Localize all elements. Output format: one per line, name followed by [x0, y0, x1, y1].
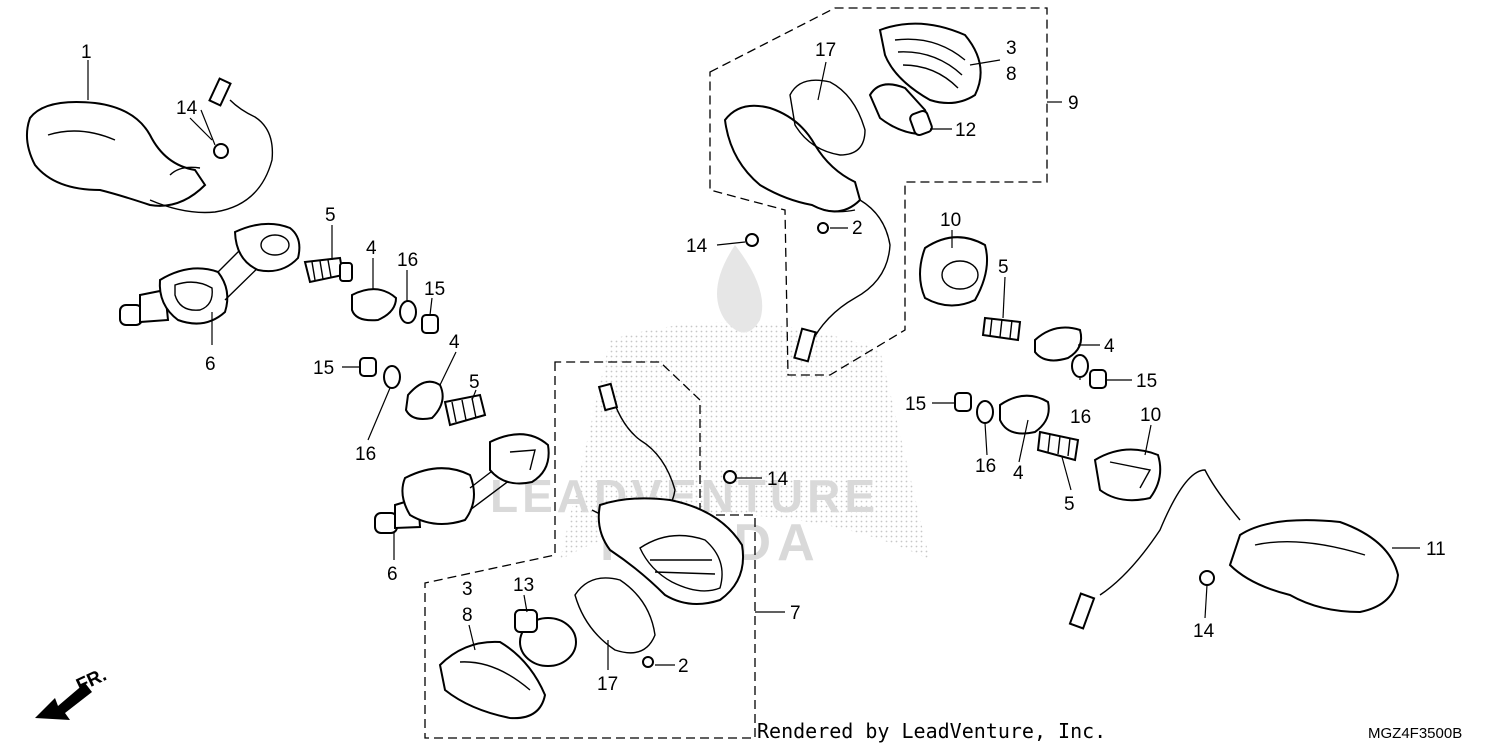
callout-6-lower-left: 6 [387, 564, 398, 585]
callout-1: 1 [81, 42, 92, 63]
callout-3-upper: 3 [1006, 38, 1017, 59]
bolt-5-lower-left [443, 393, 487, 427]
callout-15-lower-right: 15 [905, 394, 926, 415]
washer-16-upper-left [399, 300, 417, 324]
turn-signal-assembly-7 [438, 382, 744, 720]
turn-signal-stay-lower-left [374, 433, 550, 534]
callout-8-upper: 8 [1006, 64, 1017, 85]
diagram-code: MGZ4F3500B [1368, 725, 1463, 742]
callout-14-lower-center: 14 [767, 469, 789, 490]
callout-14-upper-left: 14 [176, 98, 198, 119]
callout-7: 7 [790, 603, 801, 624]
bolt-5-upper-left [303, 256, 353, 284]
callout-4-upper-right: 4 [1104, 336, 1115, 357]
callout-10-lower: 10 [1140, 405, 1161, 426]
callout-15-lower-left: 15 [313, 358, 334, 379]
credit-text: Rendered by LeadVenture, Inc. [757, 719, 1107, 743]
callout-15-upper-right: 15 [1136, 371, 1157, 392]
callout-3-lower: 3 [462, 579, 473, 600]
turn-signal-housing-right [1068, 469, 1400, 630]
nut-15-lower-right [954, 392, 972, 412]
callout-10-upper: 10 [940, 210, 961, 231]
callout-5-lower-left: 5 [469, 372, 480, 393]
turn-signal-assembly-9 [723, 22, 982, 363]
callout-4-upper-left: 4 [366, 238, 377, 259]
turn-signal-stay-upper-left [119, 222, 301, 326]
callout-8-lower: 8 [462, 605, 473, 626]
callout-5-upper-right: 5 [998, 257, 1009, 278]
bolt-5-upper-right [981, 316, 1022, 342]
plate-4-lower-right [999, 394, 1050, 435]
washer-16-lower-right [976, 400, 994, 424]
plate-4-upper-right [1034, 326, 1083, 362]
nut-15-upper-right [1089, 369, 1107, 389]
washer-16-lower-left [383, 365, 401, 389]
callout-5-upper-left: 5 [325, 205, 336, 226]
callout-14-upper-center: 14 [686, 236, 708, 257]
callout-5-lower-right: 5 [1064, 494, 1075, 515]
assembly-outline-7 [424, 361, 756, 739]
assembly-outline-9 [709, 7, 1048, 376]
washer-16-upper-right [1071, 354, 1089, 378]
plate-4-upper-left [351, 288, 398, 322]
callout-12: 12 [955, 120, 976, 141]
front-direction-arrow: FR. [35, 665, 110, 720]
callout-6-upper-left: 6 [205, 354, 216, 375]
callout-2-upper: 2 [852, 218, 863, 239]
callout-4-lower-right: 4 [1013, 463, 1024, 484]
leader-lines [87, 59, 1420, 670]
callout-16-lower-left: 16 [355, 444, 376, 465]
callout-labels: 1 14 5 4 16 15 6 15 4 5 16 6 17 3 8 9 12… [81, 38, 1446, 695]
plate-4-lower-left [404, 380, 444, 420]
callout-17-lower: 17 [597, 674, 618, 695]
callout-17-upper: 17 [815, 40, 836, 61]
turn-signal-housing-left [25, 77, 274, 214]
callout-9: 9 [1068, 93, 1079, 114]
callout-13: 13 [513, 575, 534, 596]
callout-14-right: 14 [1193, 621, 1215, 642]
turn-signal-stay-lower-right [1093, 448, 1162, 502]
nut-15-upper-left [421, 314, 439, 334]
nut-15-lower-left [359, 357, 377, 377]
callout-2-lower: 2 [678, 656, 689, 677]
bolt-5-lower-right [1036, 430, 1080, 462]
callout-16-upper-left: 16 [397, 250, 418, 271]
callout-16-upper-right: 16 [1070, 407, 1091, 428]
callout-15-upper-left: 15 [424, 279, 445, 300]
turn-signal-stay-upper-right [919, 236, 988, 307]
callout-16-lower-right: 16 [975, 456, 996, 477]
callout-4-lower-left: 4 [449, 332, 460, 353]
callout-11: 11 [1426, 539, 1446, 560]
